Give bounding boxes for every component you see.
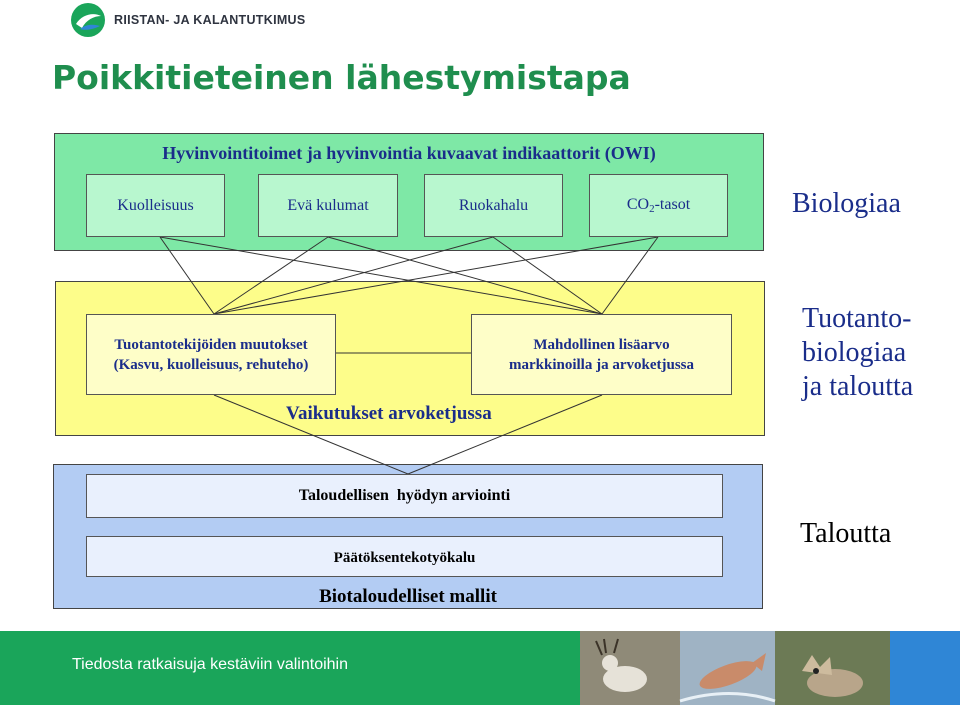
- connector-ruokahalu-left: [214, 237, 493, 314]
- indicator-box: Evä kulumat: [258, 174, 398, 237]
- indicator-box-co2: CO2-tasot: [589, 174, 728, 237]
- side-label-production-line3: ja taloutta: [802, 370, 913, 404]
- indicator-label: Ruokahalu: [459, 197, 528, 215]
- added-value-box: Mahdollinen lisäarvo markkinoilla ja arv…: [471, 314, 732, 395]
- connector-co2-left: [214, 237, 658, 314]
- connector-kuolleisuus-left: [160, 237, 214, 314]
- connector-eva-left: [214, 237, 328, 314]
- co2-rest: -tasot: [655, 196, 691, 213]
- footer-tagline: Tiedosta ratkaisuja kestäviin valintoihi…: [72, 656, 348, 674]
- side-label-production-line1: Tuotanto-: [802, 302, 913, 336]
- bioeconomic-models-label: Biotaloudelliset mallit: [53, 586, 763, 608]
- added-value-line1: Mahdollinen lisäarvo: [533, 335, 669, 355]
- footer-accent-block: [890, 631, 960, 705]
- side-label-production-line2: biologiaa: [802, 336, 913, 370]
- added-value-line2: markkinoilla ja arvoketjussa: [509, 355, 694, 375]
- side-label-production: Tuotanto- biologiaa ja taloutta: [802, 302, 913, 404]
- production-factors-box: Tuotantotekijöiden muutokset (Kasvu, kuo…: [86, 314, 336, 395]
- side-label-economy: Taloutta: [800, 518, 891, 550]
- economic-benefit-box: Taloudellisen hyödyn arviointi: [86, 474, 723, 518]
- co2-main: CO: [627, 196, 649, 213]
- production-factors-line1: Tuotantotekijöiden muutokset: [114, 335, 307, 355]
- indicator-label: Kuolleisuus: [117, 197, 193, 215]
- economic-benefit-label: Taloudellisen hyödyn arviointi: [299, 487, 510, 505]
- connector-ruokahalu-right: [493, 237, 602, 314]
- side-label-biology: Biologiaa: [792, 188, 901, 220]
- wildlife-photo-strip: [580, 631, 890, 705]
- connector-eva-right: [328, 237, 602, 314]
- co2-label: CO2-tasot: [627, 196, 690, 215]
- indicator-label: Evä kulumat: [287, 197, 368, 215]
- decision-tool-box: Päätöksentekotyökalu: [86, 536, 723, 577]
- decision-tool-label: Päätöksentekotyökalu: [334, 546, 476, 567]
- connector-co2-right: [602, 237, 658, 314]
- indicator-box: Kuolleisuus: [86, 174, 225, 237]
- owi-heading: Hyvinvointitoimet ja hyvinvointia kuvaav…: [54, 143, 764, 164]
- production-factors-line2: (Kasvu, kuolleisuus, rehuteho): [114, 355, 309, 375]
- connector-kuolleisuus-right: [160, 237, 602, 314]
- indicator-box: Ruokahalu: [424, 174, 563, 237]
- value-chain-label: Vaikutukset arvoketjussa: [286, 403, 492, 425]
